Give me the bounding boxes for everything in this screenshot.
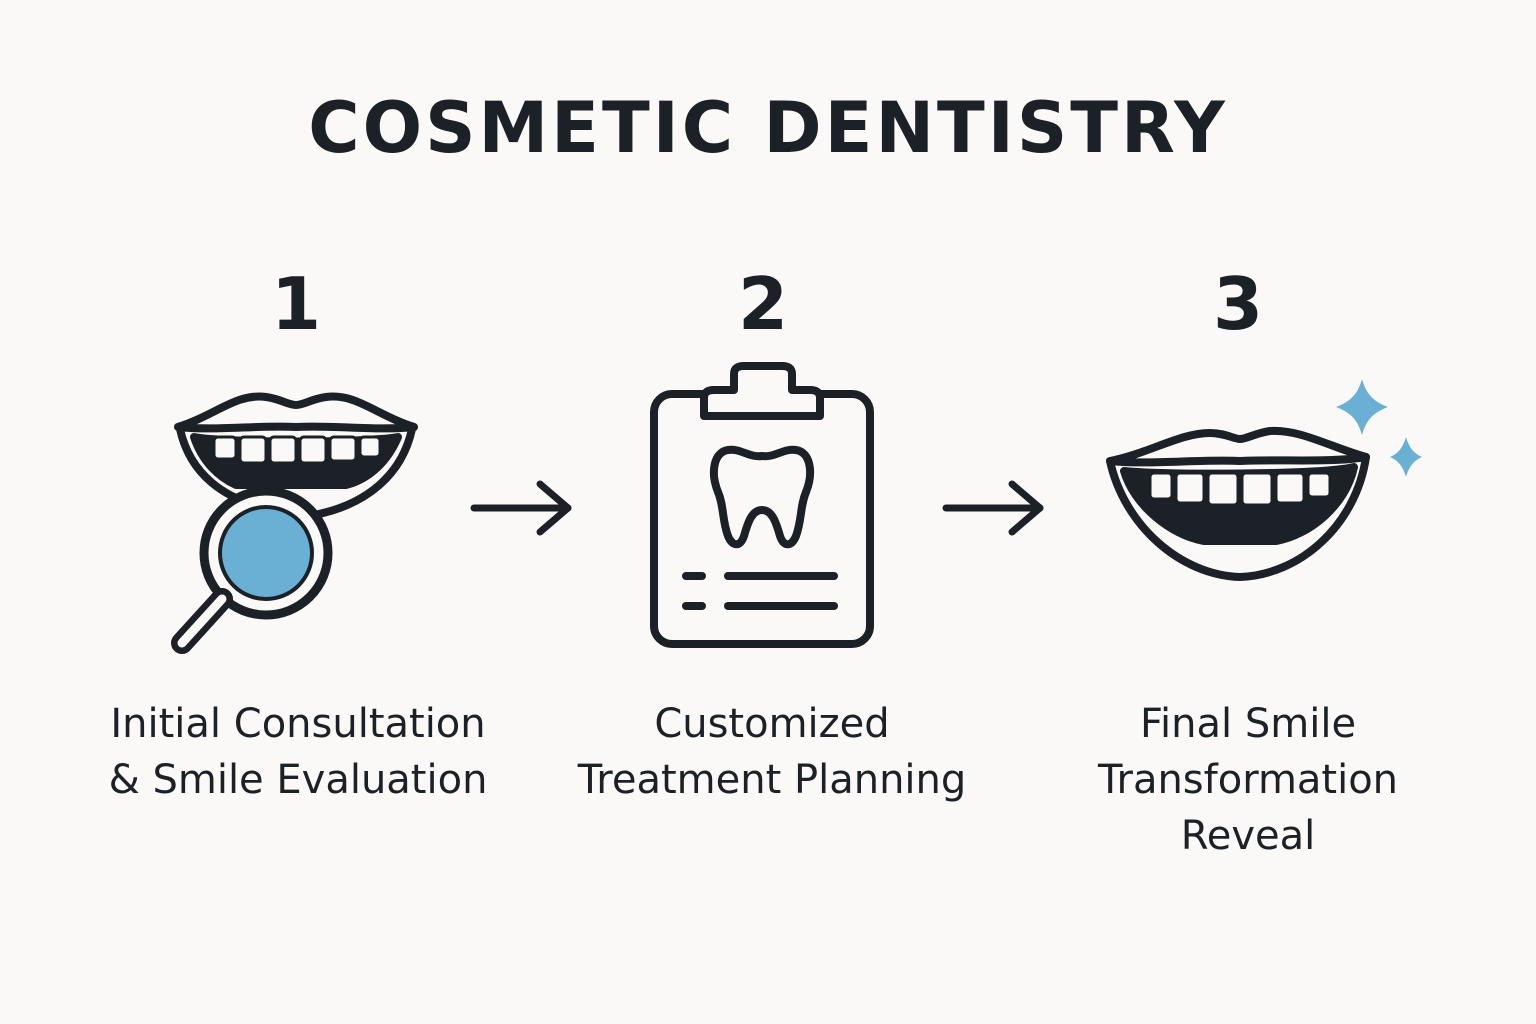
page-title: COSMETIC DENTISTRY <box>308 87 1228 169</box>
smile-magnifier-icon <box>171 392 418 654</box>
arrow-right-icon <box>942 480 1044 536</box>
arrow-right-icon <box>470 480 572 536</box>
step-1-number: 1 <box>270 262 322 346</box>
sparkling-smile-icon <box>1106 379 1422 581</box>
step-3-label: Final Smile Transformation Reveal <box>1097 701 1399 859</box>
step-2-number: 2 <box>737 262 789 346</box>
clipboard-tooth-icon <box>650 362 874 648</box>
step-3-number: 3 <box>1212 262 1264 346</box>
step-1-label: Initial Consultation & Smile Evaluation <box>108 701 488 803</box>
step-2-label: Customized Treatment Planning <box>577 701 967 803</box>
